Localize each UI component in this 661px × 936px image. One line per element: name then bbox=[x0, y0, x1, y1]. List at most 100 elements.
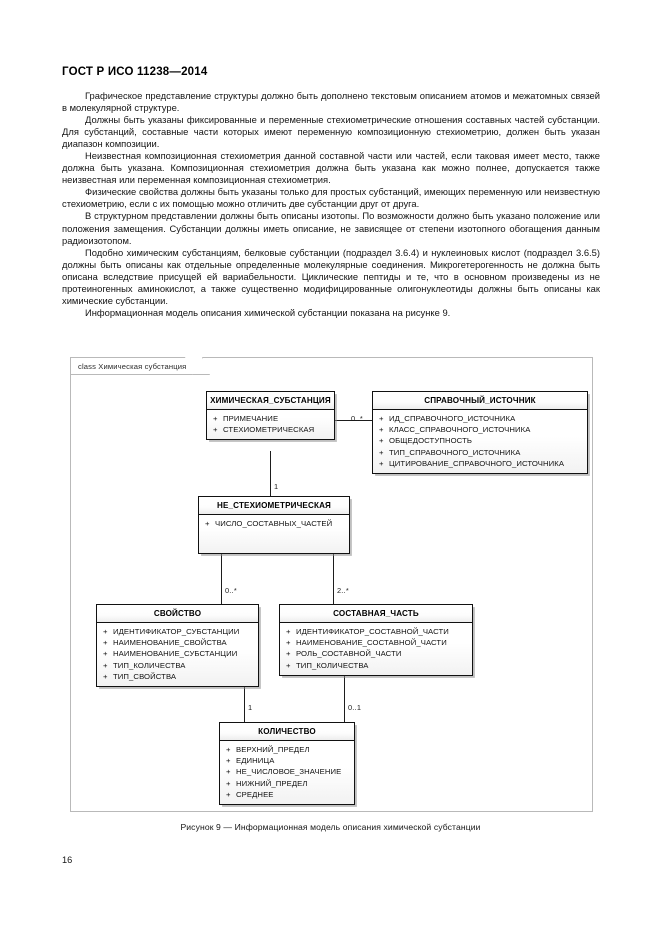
uml-attribute: + ЧИСЛО_СОСТАВНЫХ_ЧАСТЕЙ bbox=[202, 518, 346, 529]
uml-class-quantity[interactable]: КОЛИЧЕСТВО + ВЕРХНИЙ_ПРЕДЕЛ + ЕДИНИЦА + … bbox=[219, 722, 355, 806]
visibility-marker: + bbox=[213, 414, 218, 423]
uml-attrs-quantity: + ВЕРХНИЙ_ПРЕДЕЛ + ЕДИНИЦА + НЕ_ЧИСЛОВОЕ… bbox=[220, 741, 354, 804]
uml-attribute: + ТИП_СВОЙСТВА bbox=[100, 671, 255, 682]
visibility-marker: + bbox=[103, 660, 108, 670]
paragraph-7: Информационная модель описания химическо… bbox=[85, 306, 451, 318]
uml-diagram-frame: class Химическая субстанция 0..* 1 0..* … bbox=[70, 357, 593, 812]
attribute-name: ПРИМЕЧАНИЕ bbox=[223, 414, 279, 423]
visibility-marker: + bbox=[379, 458, 384, 468]
attribute-name: СТЕХИОМЕТРИЧЕСКАЯ bbox=[223, 425, 315, 435]
paragraph-3: Неизвестная композиционная стехиометрия … bbox=[62, 150, 600, 186]
attribute-name: ИД_СПРАВОЧНОГО_ИСТОЧНИКА bbox=[389, 414, 516, 423]
visibility-marker: + bbox=[226, 767, 231, 777]
visibility-marker: + bbox=[103, 638, 108, 648]
visibility-marker: + bbox=[286, 638, 291, 648]
uml-attribute: + ЕДИНИЦА bbox=[223, 755, 351, 766]
visibility-marker: + bbox=[379, 414, 384, 423]
visibility-marker: + bbox=[226, 778, 231, 788]
page-number: 16 bbox=[62, 855, 73, 865]
diagram-frame-label-text: class Химическая субстанция bbox=[78, 361, 187, 371]
connector-substance-to-nonstoich bbox=[270, 451, 272, 496]
uml-class-title-quantity: КОЛИЧЕСТВО bbox=[220, 723, 354, 741]
attribute-name: ТИП_КОЛИЧЕСТВА bbox=[296, 660, 369, 670]
uml-attrs-property: + ИДЕНТИФИКАТОР_СУБСТАНЦИИ + НАИМЕНОВАНИ… bbox=[97, 623, 258, 686]
attribute-name: НЕ_ЧИСЛОВОЕ_ЗНАЧЕНИЕ bbox=[236, 767, 342, 777]
visibility-marker: + bbox=[103, 649, 108, 659]
visibility-marker: + bbox=[379, 436, 384, 446]
attribute-name: СРЕДНЕЕ bbox=[236, 789, 274, 799]
uml-class-reference-source[interactable]: СПРАВОЧНЫЙ_ИСТОЧНИК + ИД_СПРАВОЧНОГО_ИСТ… bbox=[372, 391, 588, 475]
uml-class-title-property: СВОЙСТВО bbox=[97, 605, 258, 623]
uml-attribute: + СРЕДНЕЕ bbox=[223, 789, 351, 800]
uml-attribute: + ПРИМЕЧАНИЕ bbox=[210, 413, 331, 424]
attribute-name: НАИМЕНОВАНИЕ_СОСТАВНОЙ_ЧАСТИ bbox=[296, 638, 447, 648]
uml-class-property[interactable]: СВОЙСТВО + ИДЕНТИФИКАТОР_СУБСТАНЦИИ + НА… bbox=[96, 604, 259, 688]
connector-substance-to-source bbox=[335, 420, 373, 422]
visibility-marker: + bbox=[286, 649, 291, 659]
paragraph-5: В структурном представлении должны быть … bbox=[62, 210, 600, 246]
uml-attrs-component: + ИДЕНТИФИКАТОР_СОСТАВНОЙ_ЧАСТИ + НАИМЕН… bbox=[280, 623, 472, 675]
visibility-marker: + bbox=[205, 519, 210, 528]
uml-attribute: + ЦИТИРОВАНИЕ_СПРАВОЧНОГО_ИСТОЧНИКА bbox=[376, 458, 584, 469]
multiplicity-nonstoich-to-component: 2..* bbox=[337, 586, 349, 595]
uml-attribute: + ВЕРХНИЙ_ПРЕДЕЛ bbox=[223, 744, 351, 755]
paragraph-1: Графическое представление структуры долж… bbox=[62, 90, 600, 114]
uml-attribute: + РОЛЬ_СОСТАВНОЙ_ЧАСТИ bbox=[283, 648, 469, 659]
visibility-marker: + bbox=[286, 660, 291, 670]
attribute-name: ВЕРХНИЙ_ПРЕДЕЛ bbox=[236, 745, 310, 754]
multiplicity-nonstoich-to-property: 0..* bbox=[225, 586, 237, 595]
body-text-block: Графическое представление структуры долж… bbox=[62, 90, 600, 319]
visibility-marker: + bbox=[103, 627, 108, 636]
uml-class-title-non-stoichiometric: НЕ_СТЕХИОМЕТРИЧЕСКАЯ bbox=[199, 497, 349, 515]
uml-class-title-component: СОСТАВНАЯ_ЧАСТЬ bbox=[280, 605, 472, 623]
uml-attribute: + ТИП_СПРАВОЧНОГО_ИСТОЧНИКА bbox=[376, 447, 584, 458]
connector-nonstoich-to-property bbox=[221, 554, 223, 604]
connector-nonstoich-to-component bbox=[333, 554, 335, 604]
uml-attribute: + ИД_СПРАВОЧНОГО_ИСТОЧНИКА bbox=[376, 413, 584, 424]
visibility-marker: + bbox=[226, 789, 231, 799]
multiplicity-component-to-quantity: 0..1 bbox=[348, 703, 362, 712]
attribute-name: ЦИТИРОВАНИЕ_СПРАВОЧНОГО_ИСТОЧНИКА bbox=[389, 458, 565, 468]
visibility-marker: + bbox=[226, 756, 231, 766]
uml-class-non-stoichiometric[interactable]: НЕ_СТЕХИОМЕТРИЧЕСКАЯ + ЧИСЛО_СОСТАВНЫХ_Ч… bbox=[198, 496, 350, 554]
paragraph-2: Должны быть указаны фиксированные и пере… bbox=[62, 114, 600, 150]
attribute-name: ИДЕНТИФИКАТОР_СОСТАВНОЙ_ЧАСТИ bbox=[296, 627, 449, 636]
uml-class-chemical-substance[interactable]: ХИМИЧЕСКАЯ_СУБСТАНЦИЯ + ПРИМЕЧАНИЕ + СТЕ… bbox=[206, 391, 335, 441]
uml-attribute: + ИДЕНТИФИКАТОР_СОСТАВНОЙ_ЧАСТИ bbox=[283, 626, 469, 637]
figure-caption: Рисунок 9 — Информационная модель описан… bbox=[180, 822, 481, 832]
multiplicity-substance-to-source: 0..* bbox=[351, 414, 363, 423]
visibility-marker: + bbox=[379, 447, 384, 457]
multiplicity-substance-to-nonstoich: 1 bbox=[274, 482, 279, 491]
uml-attribute: + ИДЕНТИФИКАТОР_СУБСТАНЦИИ bbox=[100, 626, 255, 637]
uml-attrs-chemical-substance: + ПРИМЕЧАНИЕ + СТЕХИОМЕТРИЧЕСКАЯ bbox=[207, 410, 334, 439]
attribute-name: ОБЩЕДОСТУПНОСТЬ bbox=[389, 436, 473, 446]
document-standard-header: ГОСТ Р ИСО 11238—2014 bbox=[62, 66, 208, 78]
paragraph-4: Физические свойства должны быть указаны … bbox=[62, 186, 600, 210]
visibility-marker: + bbox=[103, 671, 108, 681]
attribute-name: НАИМЕНОВАНИЕ_СВОЙСТВА bbox=[113, 638, 227, 648]
connector-property-to-quantity bbox=[244, 687, 246, 722]
uml-attribute: + НАИМЕНОВАНИЕ_СУБСТАНЦИИ bbox=[100, 648, 255, 659]
uml-attribute: + НЕ_ЧИСЛОВОЕ_ЗНАЧЕНИЕ bbox=[223, 766, 351, 777]
attribute-name: НИЖНИЙ_ПРЕДЕЛ bbox=[236, 778, 308, 788]
uml-class-component[interactable]: СОСТАВНАЯ_ЧАСТЬ + ИДЕНТИФИКАТОР_СОСТАВНО… bbox=[279, 604, 473, 676]
uml-class-title-chemical-substance: ХИМИЧЕСКАЯ_СУБСТАНЦИЯ bbox=[207, 392, 334, 410]
connector-component-to-quantity bbox=[344, 674, 346, 722]
uml-attribute: + КЛАСС_СПРАВОЧНОГО_ИСТОЧНИКА bbox=[376, 424, 584, 435]
attribute-name: ИДЕНТИФИКАТОР_СУБСТАНЦИИ bbox=[113, 627, 240, 636]
visibility-marker: + bbox=[226, 745, 231, 754]
paragraph-6: Подобно химическим субстанциям, белковые… bbox=[62, 246, 600, 306]
uml-attrs-non-stoichiometric: + ЧИСЛО_СОСТАВНЫХ_ЧАСТЕЙ bbox=[199, 515, 349, 533]
uml-attrs-reference-source: + ИД_СПРАВОЧНОГО_ИСТОЧНИКА + КЛАСС_СПРАВ… bbox=[373, 410, 587, 473]
attribute-name: ЕДИНИЦА bbox=[236, 756, 275, 766]
uml-class-title-reference-source: СПРАВОЧНЫЙ_ИСТОЧНИК bbox=[373, 392, 587, 410]
uml-attribute: + НАИМЕНОВАНИЕ_СОСТАВНОЙ_ЧАСТИ bbox=[283, 637, 469, 648]
uml-attribute: + СТЕХИОМЕТРИЧЕСКАЯ bbox=[210, 424, 331, 435]
uml-attribute: + ТИП_КОЛИЧЕСТВА bbox=[100, 660, 255, 671]
attribute-name: КЛАСС_СПРАВОЧНОГО_ИСТОЧНИКА bbox=[389, 425, 531, 435]
visibility-marker: + bbox=[286, 627, 291, 636]
uml-attribute: + НАИМЕНОВАНИЕ_СВОЙСТВА bbox=[100, 637, 255, 648]
uml-attribute: + НИЖНИЙ_ПРЕДЕЛ bbox=[223, 778, 351, 789]
attribute-name: НАИМЕНОВАНИЕ_СУБСТАНЦИИ bbox=[113, 649, 238, 659]
